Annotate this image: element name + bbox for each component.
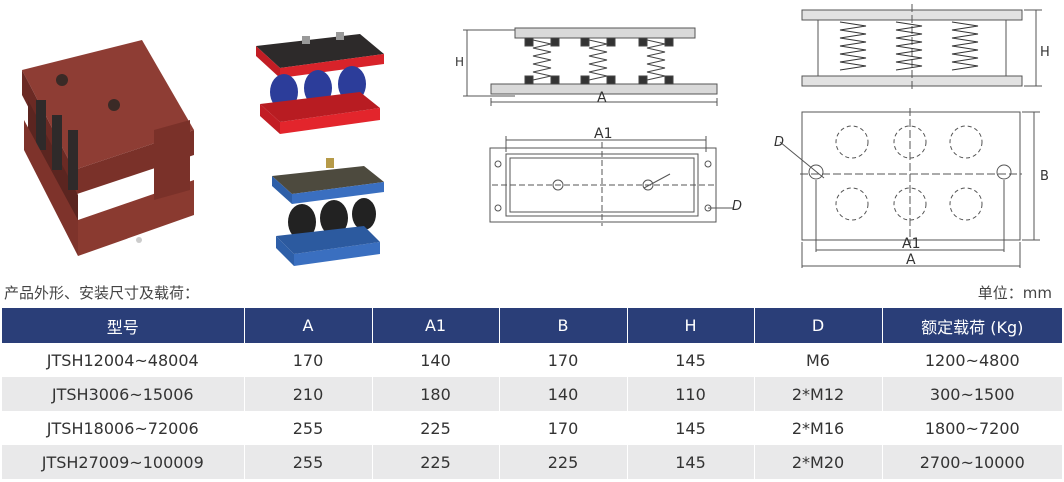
cell-load: 1800~7200 <box>882 411 1062 445</box>
header-a: A <box>244 308 373 343</box>
header-b: B <box>499 308 628 343</box>
cell-b: 170 <box>499 411 628 445</box>
table-row: JTSH27009~100009 255 225 225 145 2*M20 2… <box>2 445 1062 479</box>
table-row: JTSH18006~72006 255 225 170 145 2*M16 18… <box>2 411 1062 445</box>
plan-a1-label: A1 <box>902 236 920 252</box>
table-row: JTSH3006~15006 210 180 140 110 2*M12 300… <box>2 377 1062 411</box>
cell-d: 2*M16 <box>754 411 883 445</box>
cell-a1: 225 <box>372 411 500 445</box>
cell-h: 145 <box>627 343 755 377</box>
cell-b: 170 <box>499 343 628 377</box>
header-model: 型号 <box>2 308 245 343</box>
cell-a: 210 <box>244 377 373 411</box>
plan-a-label: A <box>906 252 916 268</box>
cell-a1: 225 <box>372 445 500 479</box>
cell-h: 145 <box>627 411 755 445</box>
top-a1-label: A1 <box>594 126 612 142</box>
spec-table: 型号 A A1 B H D 额定载荷 (Kg) JTSH12004~48004 … <box>2 308 1062 479</box>
cell-h: 145 <box>627 445 755 479</box>
cell-h: 110 <box>627 377 755 411</box>
side-a-label: A <box>597 90 607 106</box>
cell-b: 225 <box>499 445 628 479</box>
header-a1: A1 <box>372 308 500 343</box>
cell-a: 170 <box>244 343 373 377</box>
side-view-drawing: H A <box>455 27 718 106</box>
cell-a: 255 <box>244 445 373 479</box>
header-load: 额定载荷 (Kg) <box>882 308 1062 343</box>
cell-load: 1200~4800 <box>882 343 1062 377</box>
section-caption: 产品外形、安装尺寸及载荷： <box>4 284 200 302</box>
cell-load: 2700~10000 <box>882 445 1062 479</box>
cell-d: M6 <box>754 343 883 377</box>
table-row: JTSH12004~48004 170 140 170 145 M6 1200~… <box>2 343 1062 377</box>
cell-a: 255 <box>244 411 373 445</box>
top-view-drawing: A1 D <box>489 126 742 226</box>
red-damper-photo <box>256 32 384 134</box>
plan-view-drawing: D B A1 A <box>774 108 1049 268</box>
cell-load: 300~1500 <box>882 377 1062 411</box>
cell-b: 140 <box>499 377 628 411</box>
cell-model: JTSH27009~100009 <box>2 445 245 479</box>
plan-b-label: B <box>1040 169 1049 184</box>
cell-a1: 140 <box>372 343 500 377</box>
cell-model: JTSH18006~72006 <box>2 411 245 445</box>
header-h: H <box>627 308 755 343</box>
unit-label: 单位：mm <box>977 284 1052 302</box>
cell-d: 2*M20 <box>754 445 883 479</box>
product-images-area: H A A1 D <box>22 4 1050 268</box>
side-h-label: H <box>455 55 464 69</box>
cell-a1: 180 <box>372 377 500 411</box>
front-view-drawing: H <box>801 4 1050 92</box>
blue-damper-photo <box>272 158 384 266</box>
cell-model: JTSH3006~15006 <box>2 377 245 411</box>
brown-damper-photo <box>22 40 194 256</box>
header-d: D <box>754 308 883 343</box>
cell-d: 2*M12 <box>754 377 883 411</box>
cell-model: JTSH12004~48004 <box>2 343 245 377</box>
plan-d-label: D <box>774 135 784 150</box>
top-d-label: D <box>732 199 742 214</box>
table-header-row: 型号 A A1 B H D 额定载荷 (Kg) <box>2 308 1062 343</box>
front-h-label: H <box>1040 45 1050 60</box>
